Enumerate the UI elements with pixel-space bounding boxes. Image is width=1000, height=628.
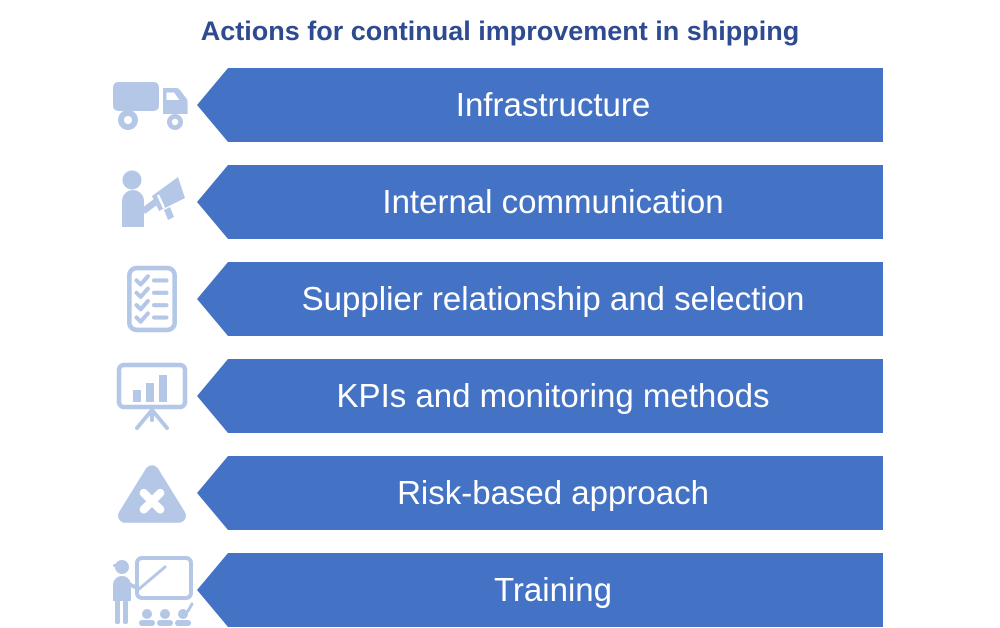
arrow-banner-label: KPIs and monitoring methods (336, 377, 770, 414)
checklist-icon (104, 262, 200, 336)
action-row-supplier-relationship: Supplier relationship and selection (0, 262, 1000, 336)
arrow-banner: Risk-based approach (197, 456, 883, 530)
arrow-banner-label: Internal communication (382, 183, 724, 220)
action-row-infrastructure: Infrastructure (0, 68, 1000, 142)
arrow-banner: Internal communication (197, 165, 883, 239)
action-rows: Infrastructure Internal communication (0, 68, 1000, 627)
training-classroom-icon (104, 553, 200, 627)
action-row-training: Training (0, 553, 1000, 627)
arrow-banner: Infrastructure (197, 68, 883, 142)
warning-triangle-x-icon (104, 456, 200, 530)
truck-icon (104, 68, 200, 142)
arrow-banner: Training (197, 553, 883, 627)
action-row-kpis: KPIs and monitoring methods (0, 359, 1000, 433)
arrow-banner: Supplier relationship and selection (197, 262, 883, 336)
arrow-banner: KPIs and monitoring methods (197, 359, 883, 433)
arrow-banner-label: Supplier relationship and selection (301, 280, 805, 317)
arrow-banner-label: Risk-based approach (397, 474, 709, 511)
bar-chart-presentation-icon (104, 359, 200, 433)
diagram-title: Actions for continual improvement in shi… (200, 16, 800, 46)
arrow-banner-label: Infrastructure (455, 86, 651, 123)
action-row-risk-based: Risk-based approach (0, 456, 1000, 530)
megaphone-person-icon (104, 165, 200, 239)
arrow-banner-label: Training (494, 571, 612, 608)
action-row-internal-communication: Internal communication (0, 165, 1000, 239)
